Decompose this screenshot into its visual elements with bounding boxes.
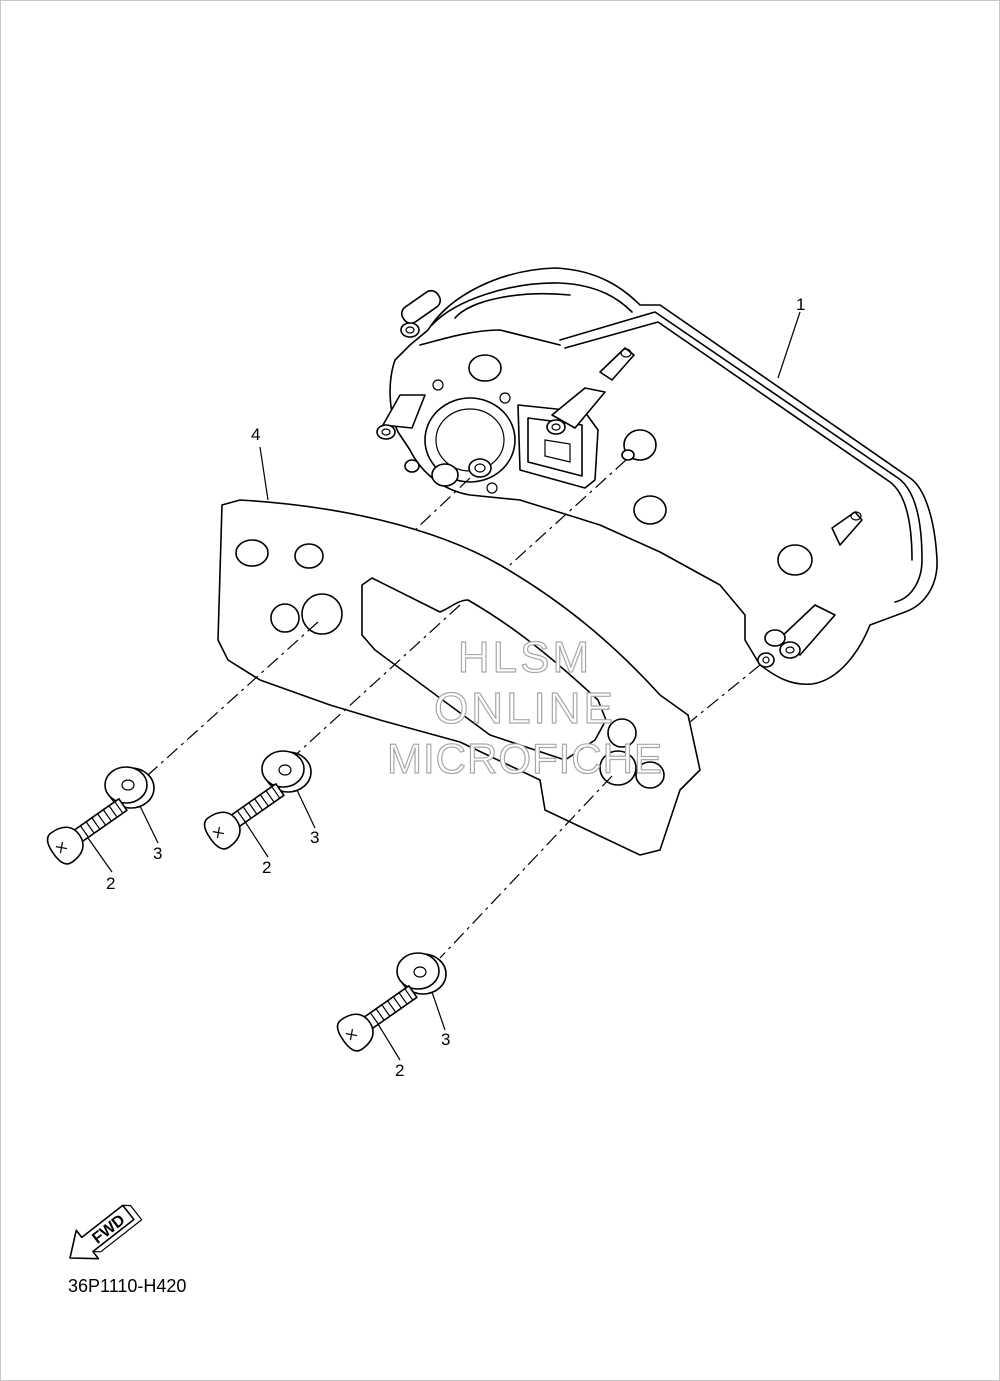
callout-washer-c: 3: [441, 1030, 451, 1049]
watermark-line-3: MICROFICHE: [386, 735, 663, 782]
callout-screw-c: 2: [395, 1061, 405, 1080]
callout-bracket: 4: [251, 425, 261, 444]
watermark-line-2: ONLINE: [433, 684, 616, 733]
leader-lines: [87, 311, 801, 1061]
diagram-code: 36P1110-H420: [68, 1276, 187, 1296]
washers: [104, 750, 447, 995]
callout-washer-a: 3: [153, 844, 163, 863]
meter-assembly-drawing: [376, 267, 938, 686]
screw-c-drawing: [336, 985, 418, 1052]
screw-b-drawing: [203, 783, 285, 850]
callout-washer-b: 3: [310, 828, 320, 847]
screw-a-drawing: [46, 798, 128, 865]
washer-b-drawing: [261, 750, 312, 793]
washer-c-drawing: [396, 952, 447, 995]
bracket-drawing: [217, 499, 701, 856]
alignment-lines: [147, 459, 761, 959]
fwd-arrow-icon: FWD: [69, 1204, 143, 1260]
watermark-line-1: HLSM: [457, 633, 593, 682]
washer-a-drawing: [104, 766, 155, 809]
callout-meter-assembly: 1: [796, 295, 806, 314]
callout-screw-a: 2: [106, 874, 116, 893]
callout-screw-b: 2: [262, 858, 272, 877]
screws: [46, 783, 418, 1052]
